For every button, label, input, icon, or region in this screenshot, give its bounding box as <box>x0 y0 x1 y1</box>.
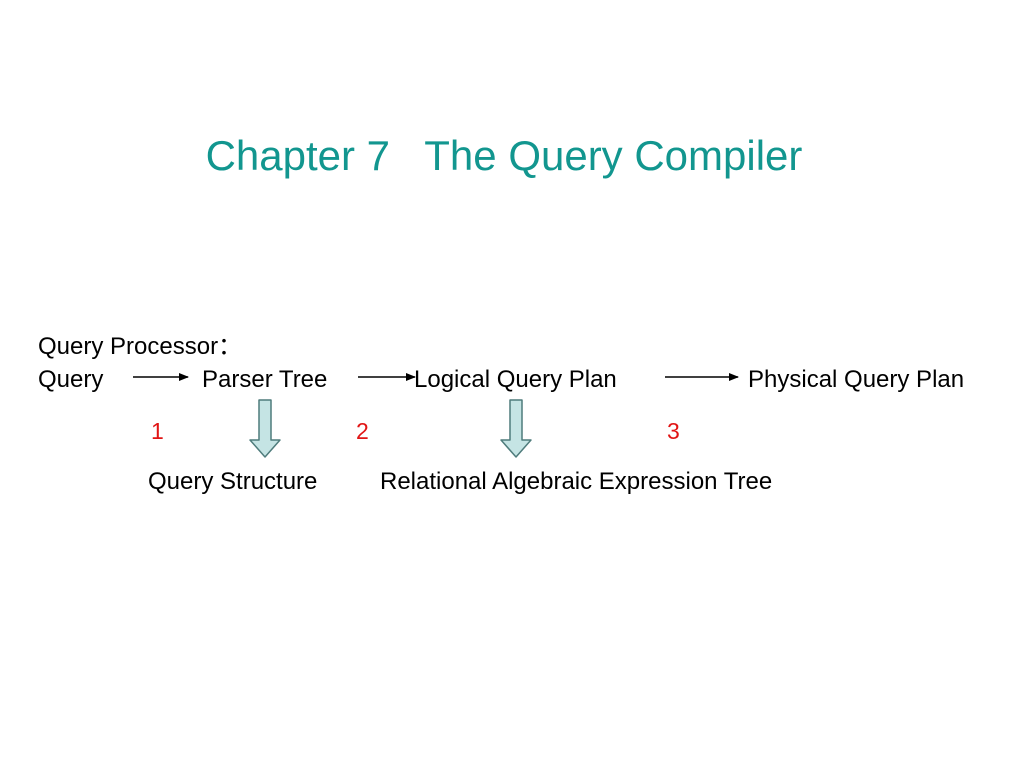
query-processor-heading: Query Processor： <box>38 333 243 360</box>
slide-title: Chapter 7 The Query Compiler <box>205 132 803 179</box>
down-arrow-parser-tree-icon <box>249 399 281 458</box>
pipeline-logical-query-plan: Logical Query Plan <box>414 366 617 393</box>
step-number-1: 1 <box>151 418 164 444</box>
output-relational-algebraic-expression-tree: Relational Algebraic Expression Tree <box>380 468 773 495</box>
step-number-3: 3 <box>667 418 680 444</box>
down-arrow-logical-plan-icon <box>500 399 532 458</box>
pipeline-parser-tree: Parser Tree <box>202 366 328 393</box>
output-query-structure: Query Structure <box>148 468 318 495</box>
pipeline-physical-query-plan: Physical Query Plan <box>748 366 965 393</box>
pipeline-query: Query <box>38 366 104 393</box>
step-number-2: 2 <box>356 418 369 444</box>
